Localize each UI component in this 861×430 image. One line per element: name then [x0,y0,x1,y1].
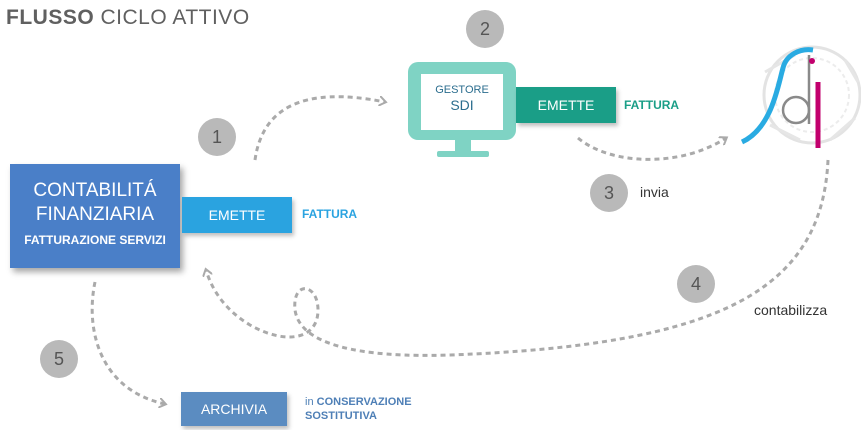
title-strong: FLUSSO [6,6,95,29]
gestore-line1: GESTORE [435,84,489,96]
gestore-sdi-label: GESTORE SDI [421,84,503,114]
step-badge-4: 4 [677,265,715,303]
arrow-archivia [90,281,165,404]
invia-label: invia [640,184,669,200]
step-badge-3: 3 [590,174,628,212]
conservazione-label: in CONSERVAZIONE SOSTITUTIVA [305,395,412,423]
conservazione-prefix: in [305,396,314,408]
step-badge-1: 1 [198,118,236,156]
contabilizza-label: contabilizza [754,302,828,318]
contabilita-line3: FATTURAZIONE SERVIZI [24,233,166,247]
monitor-icon [408,62,516,157]
gestore-line2: SDI [450,97,474,113]
emette-tag-left: EMETTE [182,197,292,233]
contabilita-line2: FINANZIARIA [35,204,155,225]
fattura-label-left: FATTURA [302,207,358,221]
fattura-label-right: FATTURA [624,98,680,112]
arrow-invia [577,138,726,161]
conservazione-line2: SOSTITUTIVA [305,410,377,422]
step-badge-2: 2 [466,10,504,48]
archivia-tag: ARCHIVIA [181,392,287,426]
arrow-contabilizza [206,159,830,357]
page-title: FLUSSO CICLO ATTIVO [6,6,250,30]
conservazione-line1: CONSERVAZIONE [316,396,412,408]
contabilita-line1: CONTABILITÁ [33,180,157,201]
step-badge-5: 5 [40,340,78,378]
arrow-to-sdi [253,95,385,161]
contabilita-box: CONTABILITÁ FINANZIARIA FATTURAZIONE SER… [10,164,180,268]
emette-tag-right: EMETTE [516,87,616,123]
sdi-logo [740,45,861,148]
title-light: CICLO ATTIVO [100,6,250,29]
